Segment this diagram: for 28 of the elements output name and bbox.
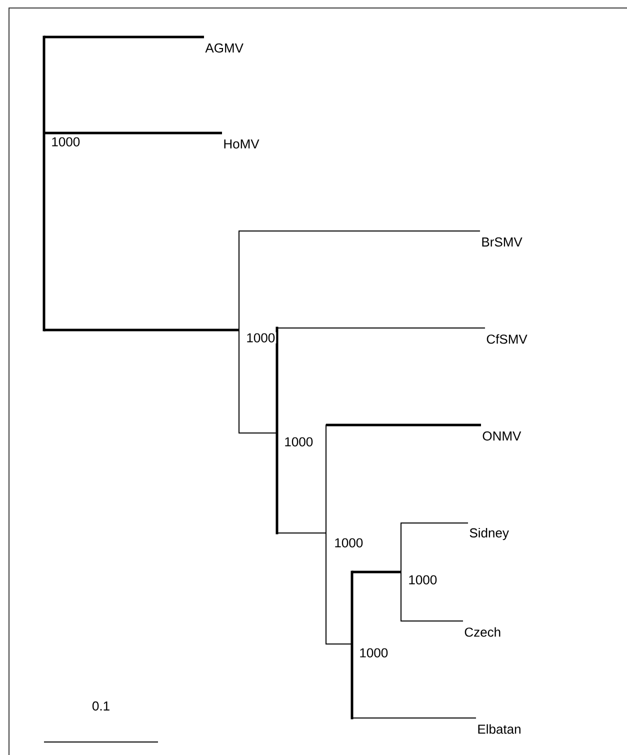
scale-label: 0.1 xyxy=(92,701,110,711)
branch xyxy=(238,230,480,232)
taxon-label: CfSMV xyxy=(486,334,528,344)
taxon-label: Elbatan xyxy=(478,724,520,734)
clade-bar xyxy=(276,326,278,534)
bootstrap-value: 1000 xyxy=(283,436,314,448)
clade-bar xyxy=(350,570,354,720)
bootstrap-value: 1000 xyxy=(358,647,390,658)
branch xyxy=(326,424,481,426)
clade-bar xyxy=(42,36,46,332)
taxon-label: ONMV xyxy=(482,431,522,441)
branch xyxy=(44,36,204,38)
taxon-label: Sidney xyxy=(470,528,509,540)
taxon-label: HoMV xyxy=(224,139,260,149)
taxon-label: BrSMV xyxy=(482,237,522,247)
bootstrap-value: 1000 xyxy=(245,332,276,344)
branch xyxy=(276,532,326,534)
taxon-label: AGMV xyxy=(205,43,244,53)
bootstrap-value: 1000 xyxy=(50,136,82,148)
branch xyxy=(352,570,401,574)
branch xyxy=(400,620,464,622)
bootstrap-value: 1000 xyxy=(407,574,438,586)
branch xyxy=(44,328,239,332)
branch xyxy=(400,522,468,524)
branch xyxy=(44,132,222,134)
bootstrap-value: 1000 xyxy=(333,537,364,548)
taxon-label: Czech xyxy=(464,627,500,637)
branch xyxy=(238,432,278,434)
